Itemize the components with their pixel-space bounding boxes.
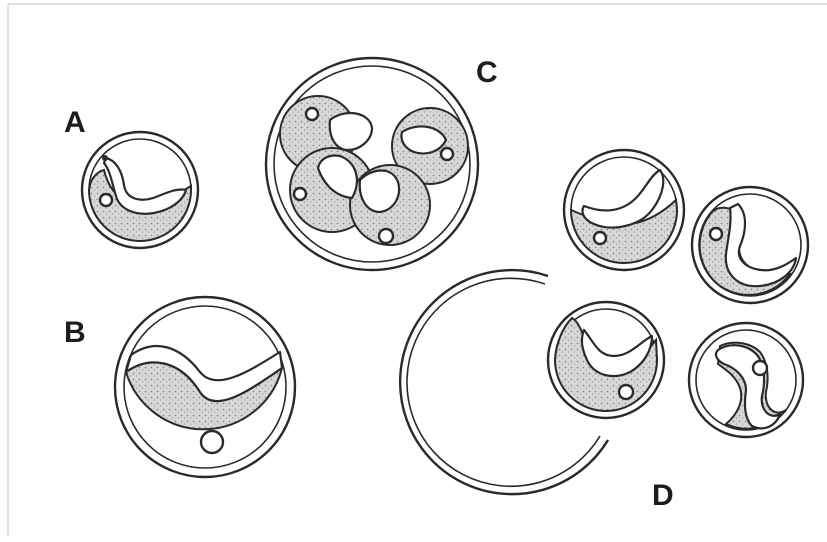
- cell-d2: [692, 187, 808, 303]
- cell-b-nucleus: [201, 431, 223, 453]
- cell-d1: [564, 150, 684, 270]
- cell-c-nucleus-4: [379, 229, 393, 243]
- cell-d3-nucleus: [619, 385, 633, 399]
- cell-c-embryo-4: [360, 171, 399, 213]
- label-a: A: [64, 106, 86, 139]
- label-c: C: [476, 56, 498, 89]
- label-d: D: [652, 479, 674, 512]
- cell-c: [266, 58, 478, 270]
- cell-c-nucleus-3: [294, 188, 306, 200]
- cell-d1-nucleus: [594, 232, 606, 244]
- cell-c-embryo-2: [402, 126, 447, 153]
- cell-a: [82, 132, 198, 248]
- cell-d2-nucleus: [710, 228, 722, 240]
- cell-a-pole-dot: [102, 155, 108, 161]
- label-b: B: [64, 316, 86, 349]
- cell-c-nucleus-2: [441, 148, 453, 160]
- cell-d4: [689, 323, 803, 437]
- cell-b: [115, 297, 295, 477]
- cell-a-nucleus: [100, 194, 112, 206]
- cell-d3: [548, 302, 664, 418]
- cell-d4-nucleus: [753, 361, 767, 375]
- cell-c-nucleus-1: [306, 108, 318, 120]
